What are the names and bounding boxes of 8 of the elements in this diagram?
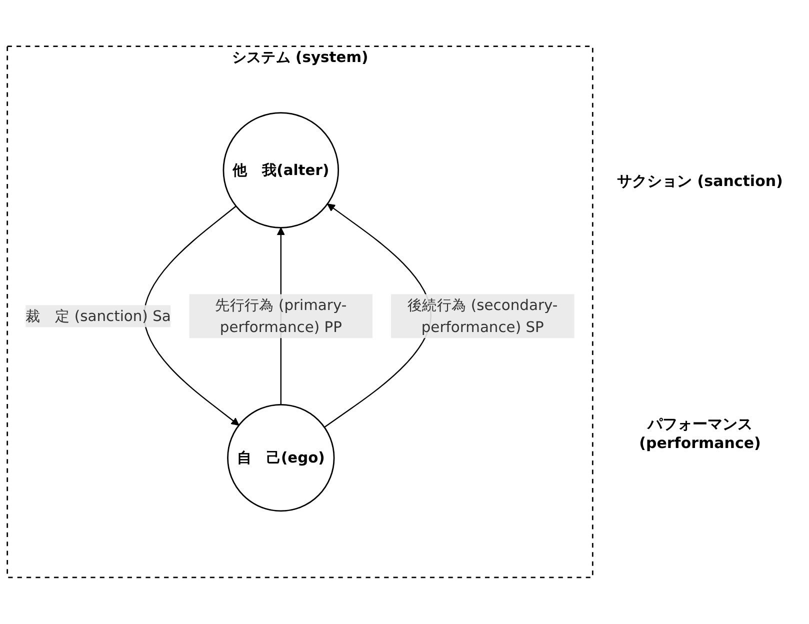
edge-label: 後続行為 (secondary-performance) SP <box>408 296 558 336</box>
node-circle: 自 己(ego) <box>227 404 335 512</box>
zone-label: サクション (sanction) <box>616 172 784 191</box>
node-circle: 他 我(alter) <box>222 112 340 228</box>
edge-label: 裁 定 (sanction) Sa <box>26 307 171 325</box>
zone-label: パフォーマンス (performance) <box>638 415 762 452</box>
arrow <box>144 206 240 426</box>
edge-label: 先行行為 (primary-performance) PP <box>215 296 347 336</box>
